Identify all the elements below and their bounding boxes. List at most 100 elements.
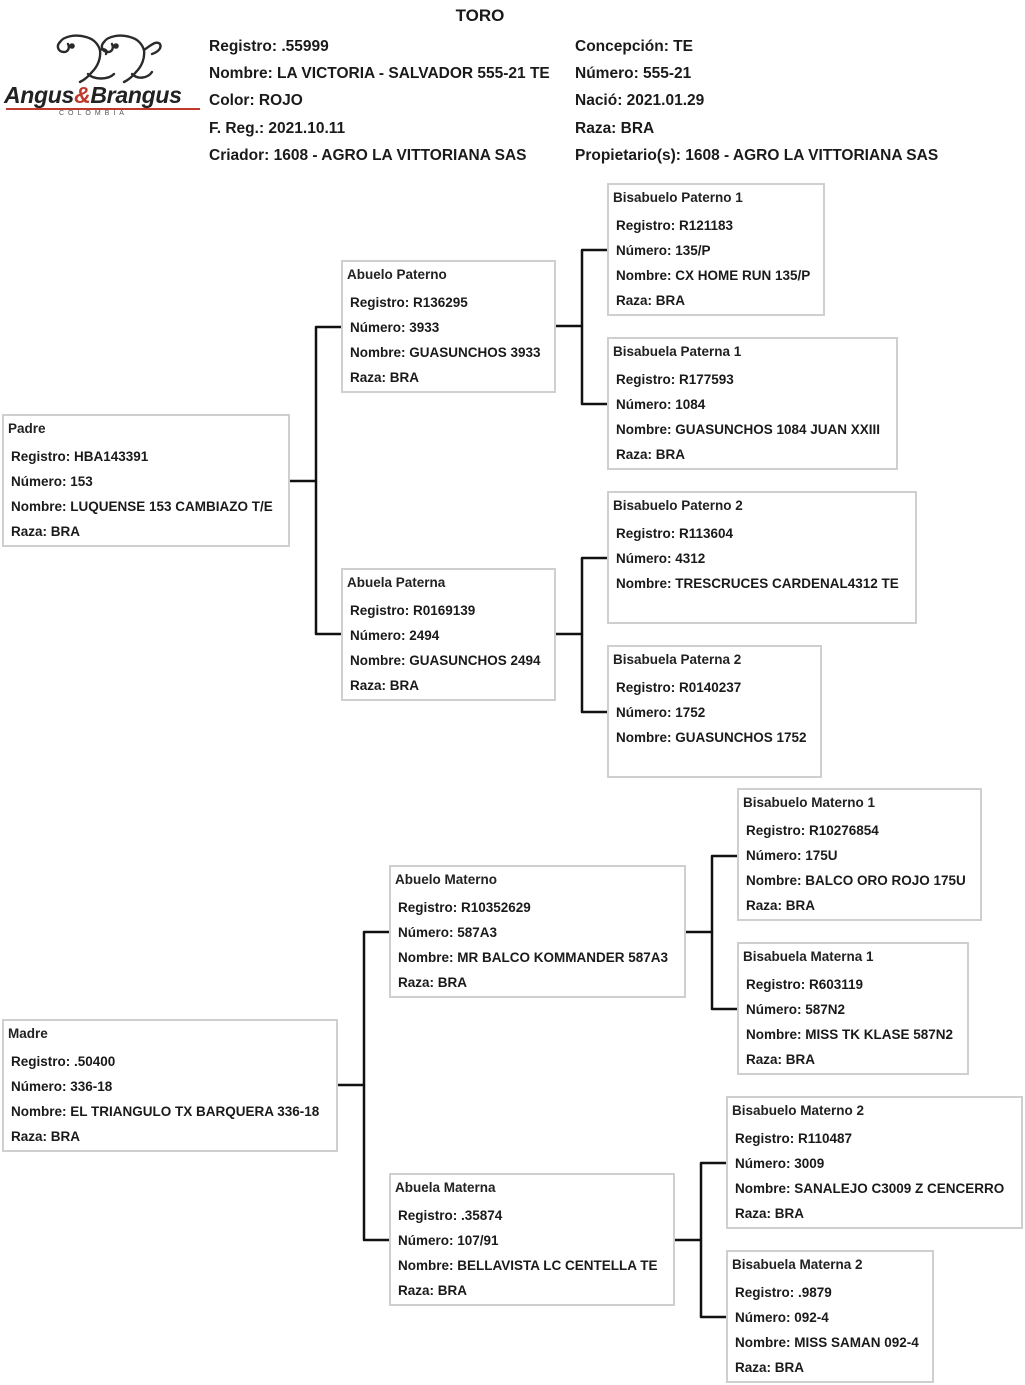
card-bisabuela-paterna-2: Bisabuela Paterna 2 Registro: R0140237 N…	[607, 645, 822, 778]
card-bisabuelo-paterno-1: Bisabuelo Paterno 1 Registro: R121183 Nú…	[607, 183, 825, 316]
card-numero: Número: 092-4	[735, 1310, 829, 1325]
card-nombre: Nombre: BELLAVISTA LC CENTELLA TE	[398, 1258, 658, 1273]
card-numero: Número: 587N2	[746, 1002, 846, 1017]
card-title: Padre	[8, 421, 46, 436]
card-raza: Raza: BRA	[11, 1129, 81, 1144]
card-raza: Raza: BRA	[616, 447, 686, 462]
card-title: Bisabuelo Paterno 2	[613, 498, 743, 513]
card-bisabuela-materna-1: Bisabuela Materna 1 Registro: R603119 Nú…	[737, 942, 969, 1075]
card-nombre: Nombre: MISS SAMAN 092-4	[735, 1335, 919, 1350]
card-title: Abuela Materna	[395, 1180, 496, 1195]
card-title: Abuelo Paterno	[347, 267, 447, 282]
card-numero: Número: 3009	[735, 1156, 825, 1171]
card-raza: Raza: BRA	[11, 524, 81, 539]
card-bisabuela-materna-2: Bisabuela Materna 2 Registro: .9879 Núme…	[726, 1250, 934, 1383]
card-title: Bisabuela Materna 2	[732, 1257, 863, 1272]
card-nombre: Nombre: LUQUENSE 153 CAMBIAZO T/E	[11, 499, 273, 514]
header-left-column: Registro: .55999 Nombre: LA VICTORIA - S…	[209, 33, 550, 169]
card-numero: Número: 3933	[350, 320, 440, 335]
header-color: Color: ROJO	[209, 92, 303, 110]
header-nacio: Nació: 2021.01.29	[575, 92, 705, 110]
cattle-heads-icon	[56, 34, 162, 84]
card-raza: Raza: BRA	[350, 678, 420, 693]
header-raza: Raza: BRA	[575, 119, 655, 137]
card-abuela-paterna: Abuela Paterna Registro: R0169139 Número…	[341, 568, 556, 701]
header-numero: Número: 555-21	[575, 65, 692, 83]
angus-brangus-logo: Angus&Brangus COLOMBIA	[4, 30, 200, 126]
card-numero: Número: 336-18	[11, 1079, 113, 1094]
card-bisabuelo-paterno-2: Bisabuelo Paterno 2 Registro: R113604 Nú…	[607, 491, 917, 624]
card-registro: Registro: R0140237	[616, 680, 742, 695]
card-nombre: Nombre: MISS TK KLASE 587N2	[746, 1027, 954, 1042]
card-registro: Registro: R177593	[616, 372, 734, 387]
card-nombre: Nombre: GUASUNCHOS 1752	[616, 730, 807, 745]
card-title: Abuelo Materno	[395, 872, 498, 887]
card-nombre: Nombre: GUASUNCHOS 3933	[350, 345, 541, 360]
card-registro: Registro: R603119	[746, 977, 864, 992]
card-registro: Registro: .50400	[11, 1054, 116, 1069]
card-nombre: Nombre: GUASUNCHOS 2494	[350, 653, 541, 668]
card-numero: Número: 175U	[746, 848, 838, 863]
card-nombre: Nombre: MR BALCO KOMMANDER 587A3	[398, 950, 669, 965]
card-title: Bisabuela Paterna 2	[613, 652, 742, 667]
card-raza: Raza: BRA	[746, 1052, 816, 1067]
card-nombre: Nombre: GUASUNCHOS 1084 JUAN XXIII	[616, 422, 881, 437]
card-numero: Número: 135/P	[616, 243, 711, 258]
card-registro: Registro: R10352629	[398, 900, 531, 915]
card-padre: Padre Registro: HBA143391 Número: 153 No…	[2, 414, 290, 547]
card-registro: Registro: R113604	[616, 526, 734, 541]
card-registro: Registro: HBA143391	[11, 449, 149, 464]
logo-wordmark: Angus&Brangus	[4, 82, 182, 108]
card-registro: Registro: R10276854	[746, 823, 879, 838]
card-title: Bisabuela Paterna 1	[613, 344, 742, 359]
animal-type-title: TORO	[455, 6, 505, 25]
card-title: Abuela Paterna	[347, 575, 446, 590]
card-bisabuela-paterna-1: Bisabuela Paterna 1 Registro: R177593 Nú…	[607, 337, 898, 470]
card-numero: Número: 1084	[616, 397, 706, 412]
card-nombre: Nombre: SANALEJO C3009 Z CENCERRO	[735, 1181, 1005, 1196]
card-nombre: Nombre: TRESCRUCES CARDENAL4312 TE	[616, 576, 899, 591]
header-nombre: Nombre: LA VICTORIA - SALVADOR 555-21 TE	[209, 65, 550, 83]
header-fecha-registro: F. Reg.: 2021.10.11	[209, 119, 346, 137]
card-nombre: Nombre: BALCO ORO ROJO 175U	[746, 873, 966, 888]
card-raza: Raza: BRA	[350, 370, 420, 385]
logo-subtitle: COLOMBIA	[59, 110, 128, 117]
header-right-column: Concepción: TE Número: 555-21 Nació: 202…	[575, 33, 938, 169]
card-nombre: Nombre: EL TRIANGULO TX BARQUERA 336-18	[11, 1104, 320, 1119]
card-nombre: Nombre: CX HOME RUN 135/P	[616, 268, 811, 283]
card-numero: Número: 107/91	[398, 1233, 499, 1248]
card-registro: Registro: R136295	[350, 295, 468, 310]
card-raza: Raza: BRA	[735, 1206, 805, 1221]
card-title: Bisabuelo Paterno 1	[613, 190, 743, 205]
card-raza: Raza: BRA	[746, 898, 816, 913]
card-title: Bisabuelo Materno 2	[732, 1103, 865, 1118]
header-propietario: Propietario(s): 1608 - AGRO LA VITTORIAN…	[575, 146, 939, 164]
card-numero: Número: 1752	[616, 705, 706, 720]
card-title: Bisabuelo Materno 1	[743, 795, 876, 810]
card-abuelo-paterno: Abuelo Paterno Registro: R136295 Número:…	[341, 260, 556, 393]
card-numero: Número: 587A3	[398, 925, 498, 940]
card-numero: Número: 4312	[616, 551, 706, 566]
card-registro: Registro: .9879	[735, 1285, 832, 1300]
card-bisabuelo-materno-2: Bisabuelo Materno 2 Registro: R110487 Nú…	[726, 1096, 1023, 1229]
card-abuelo-materno: Abuelo Materno Registro: R10352629 Númer…	[389, 865, 686, 998]
header-concepcion: Concepción: TE	[575, 38, 693, 55]
card-raza: Raza: BRA	[398, 1283, 468, 1298]
card-registro: Registro: R0169139	[350, 603, 476, 618]
card-title: Madre	[8, 1026, 48, 1041]
card-bisabuelo-materno-1: Bisabuelo Materno 1 Registro: R10276854 …	[737, 788, 982, 921]
card-registro: Registro: R110487	[735, 1131, 853, 1146]
card-madre: Madre Registro: .50400 Número: 336-18 No…	[2, 1019, 338, 1152]
card-registro: Registro: R121183	[616, 218, 734, 233]
card-numero: Número: 2494	[350, 628, 440, 643]
card-abuela-materna: Abuela Materna Registro: .35874 Número: …	[389, 1173, 675, 1306]
logo-underline	[6, 108, 200, 110]
header-registro: Registro: .55999	[209, 38, 329, 55]
card-raza: Raza: BRA	[616, 293, 686, 308]
card-title: Bisabuela Materna 1	[743, 949, 874, 964]
card-registro: Registro: .35874	[398, 1208, 503, 1223]
card-raza: Raza: BRA	[398, 975, 468, 990]
card-raza: Raza: BRA	[735, 1360, 805, 1375]
header-criador: Criador: 1608 - AGRO LA VITTORIANA SAS	[209, 146, 527, 164]
